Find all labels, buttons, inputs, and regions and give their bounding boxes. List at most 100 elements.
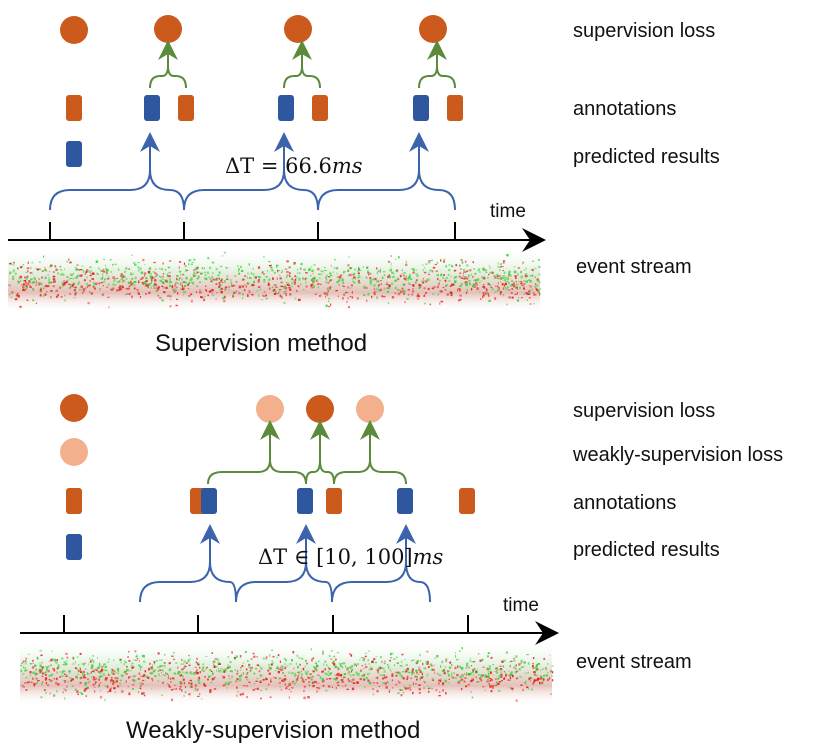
event-dot xyxy=(416,672,418,674)
event-dot xyxy=(473,268,475,270)
event-dot xyxy=(500,675,503,678)
event-dot xyxy=(510,687,514,690)
legend-annotation-box xyxy=(66,488,82,514)
interval-brace xyxy=(49,132,185,211)
event-dot xyxy=(476,288,479,291)
loss-circle xyxy=(419,15,447,43)
event-dot xyxy=(196,657,198,660)
event-dot xyxy=(124,271,126,273)
event-dot xyxy=(494,667,497,670)
event-dot xyxy=(415,269,417,271)
event-dot xyxy=(508,674,512,677)
event-dot xyxy=(141,692,143,695)
event-dot xyxy=(53,694,56,697)
event-dot xyxy=(378,289,380,292)
event-dot xyxy=(125,267,128,270)
event-dot xyxy=(408,282,410,285)
event-dot xyxy=(329,672,332,675)
event-dot xyxy=(475,671,477,673)
event-dot xyxy=(351,687,355,691)
event-dot xyxy=(388,274,391,277)
event-dot xyxy=(445,658,448,661)
event-dot xyxy=(450,275,452,277)
event-dot xyxy=(258,294,260,297)
event-dot xyxy=(109,258,112,261)
event-dot xyxy=(499,290,502,294)
event-dot xyxy=(444,679,447,683)
event-dot xyxy=(415,669,418,672)
event-dot xyxy=(528,293,531,295)
event-dot xyxy=(470,672,473,674)
legend-weak-loss-circle xyxy=(60,438,88,466)
event-dot xyxy=(258,286,261,288)
event-dot xyxy=(141,675,144,677)
event-dot xyxy=(183,682,185,685)
event-dot xyxy=(296,268,298,271)
event-dot xyxy=(367,272,370,274)
event-dot xyxy=(221,278,223,281)
event-dot xyxy=(356,664,358,667)
event-dot xyxy=(63,670,65,672)
event-dot xyxy=(389,659,391,662)
event-dot xyxy=(22,286,25,288)
event-dot xyxy=(117,672,120,675)
event-dot xyxy=(466,663,468,666)
event-dot xyxy=(154,275,157,277)
event-dot xyxy=(448,263,451,266)
event-dot xyxy=(218,271,221,274)
event-dot xyxy=(228,681,231,684)
event-dot xyxy=(180,663,183,665)
event-dot xyxy=(439,279,441,282)
event-dot xyxy=(79,269,82,271)
event-dot xyxy=(291,282,293,284)
event-dot xyxy=(313,263,316,266)
event-dot xyxy=(97,665,100,668)
event-dot xyxy=(157,286,160,288)
event-dot xyxy=(273,288,276,292)
event-dot xyxy=(304,268,306,271)
event-dot xyxy=(139,296,142,298)
event-dot xyxy=(297,657,300,659)
event-dot xyxy=(421,280,425,282)
event-dot xyxy=(147,292,150,294)
event-dot xyxy=(25,676,28,679)
event-dot xyxy=(460,678,464,681)
event-dot xyxy=(172,678,175,680)
event-dot xyxy=(47,665,50,668)
event-dot xyxy=(482,674,485,677)
event-dot xyxy=(49,270,51,273)
event-dot xyxy=(527,291,531,294)
event-dot xyxy=(54,265,56,267)
event-dot xyxy=(182,286,184,288)
event-dot xyxy=(265,297,268,300)
event-dot xyxy=(176,278,178,281)
event-dot xyxy=(525,680,528,682)
event-dot xyxy=(294,275,297,278)
event-dot xyxy=(52,271,55,273)
event-dot xyxy=(49,660,51,662)
event-dot xyxy=(284,285,286,287)
event-dot xyxy=(494,276,497,279)
event-dot xyxy=(103,663,106,665)
event-dot xyxy=(120,274,123,277)
event-dot xyxy=(428,262,430,264)
event-dot xyxy=(427,685,429,688)
event-dot xyxy=(436,286,439,289)
event-dot xyxy=(434,264,437,266)
event-dot xyxy=(316,670,319,672)
event-dot xyxy=(460,259,463,261)
event-dot xyxy=(193,689,195,691)
event-dot xyxy=(121,286,124,289)
event-dot xyxy=(273,271,276,274)
event-dot xyxy=(229,681,233,683)
event-dot xyxy=(50,673,53,677)
event-dot xyxy=(268,664,270,666)
event-dot xyxy=(98,267,100,270)
event-dot xyxy=(295,678,299,681)
event-dot xyxy=(340,664,342,667)
event-dot xyxy=(94,690,96,693)
event-dot xyxy=(494,678,497,680)
event-dot xyxy=(459,285,462,288)
event-dot xyxy=(41,270,45,272)
event-dot xyxy=(447,682,450,684)
